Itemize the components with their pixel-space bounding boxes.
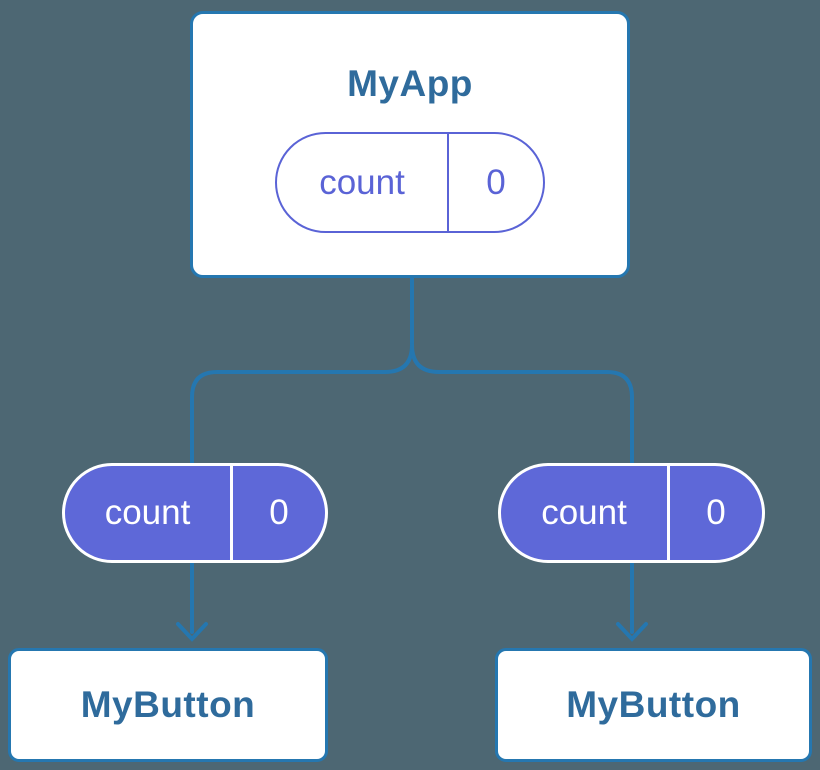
state-pill-right-label: count (501, 466, 670, 560)
node-mybutton-right: MyButton (495, 648, 812, 762)
connector-left-branch (190, 343, 414, 634)
state-pill-right: count 0 (498, 463, 765, 563)
node-mybutton-right-title: MyButton (566, 684, 741, 725)
connector-right-branch (410, 343, 634, 634)
state-pill-left: count 0 (62, 463, 328, 563)
state-pill-right-value: 0 (706, 493, 726, 532)
node-mybutton-left-title: MyButton (80, 684, 256, 725)
node-mybutton-left: MyButton (8, 648, 328, 762)
state-pill-root-value: 0 (486, 162, 506, 202)
state-pill-left-label: count (65, 466, 233, 560)
state-pill-root: count 0 (275, 132, 545, 233)
arrowhead-left-icon (176, 622, 208, 642)
state-pill-left-value: 0 (269, 493, 289, 532)
state-pill-root-label: count (277, 134, 449, 231)
node-myapp: MyApp count 0 (190, 11, 630, 278)
node-myapp-title: MyApp (347, 63, 473, 104)
arrowhead-right-icon (616, 622, 648, 642)
